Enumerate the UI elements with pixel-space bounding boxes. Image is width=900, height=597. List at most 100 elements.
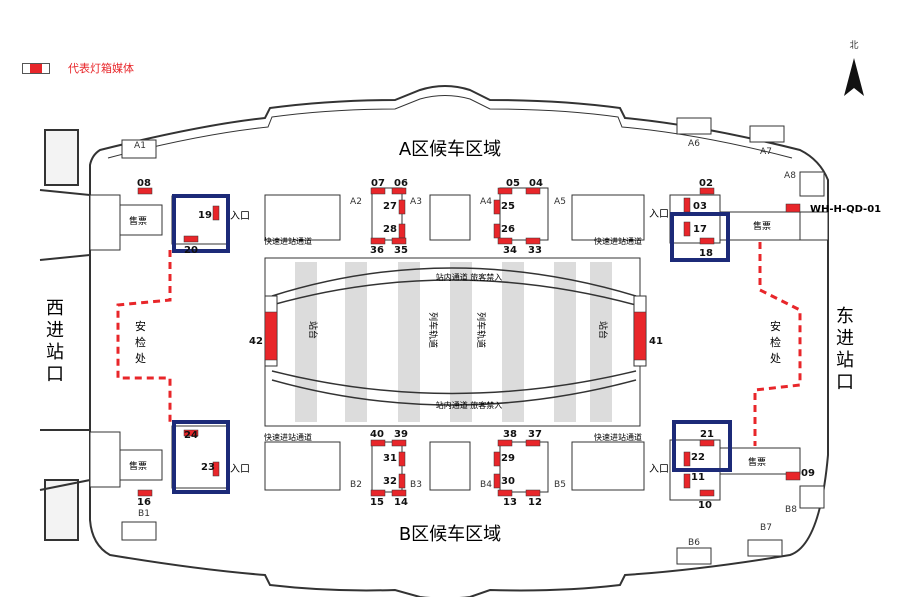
media-unit-03: 03 [693, 201, 707, 212]
svg-text:入口: 入口 [649, 464, 669, 475]
media-unit-24: 24 [184, 430, 198, 441]
media-unit-18: 18 [699, 248, 713, 259]
svg-text:快速进站通道: 快速进站通道 [264, 236, 312, 246]
media-unit-12: 12 [528, 497, 542, 508]
exit-a3: A3 [410, 197, 422, 207]
media-unit-08: 08 [137, 178, 151, 189]
media-unit-26: 26 [501, 224, 515, 235]
svg-text:西: 西 [46, 298, 64, 319]
exit-b2: B2 [350, 480, 362, 490]
svg-text:售票: 售票 [748, 456, 766, 468]
media-unit-29: 29 [501, 453, 515, 464]
svg-text:检: 检 [135, 335, 146, 349]
svg-text:快速进站通道: 快速进站通道 [264, 432, 312, 442]
legend: 代表灯箱媒体 [22, 60, 134, 76]
svg-text:售票: 售票 [753, 220, 771, 232]
svg-text:入口: 入口 [230, 464, 250, 475]
legend-label: 代表灯箱媒体 [68, 62, 134, 75]
svg-text:站: 站 [46, 342, 64, 363]
exit-a1: A1 [134, 141, 146, 151]
exit-b3: B3 [410, 480, 422, 490]
exit-a2: A2 [350, 197, 362, 207]
svg-text:口: 口 [46, 364, 64, 385]
media-unit-41: 41 [649, 336, 663, 347]
media-unit-04: 04 [529, 178, 543, 189]
exit-a7: A7 [760, 147, 772, 157]
svg-text:列车轨道: 列车轨道 [475, 312, 487, 348]
exit-a8: A8 [784, 171, 796, 181]
media-unit-34: 34 [503, 245, 517, 256]
light-box-icon [22, 62, 50, 74]
svg-text:快速进站通道: 快速进站通道 [594, 236, 642, 246]
west-security-path [116, 250, 172, 425]
media-unit-16: 16 [137, 497, 151, 508]
media-unit-40: 40 [370, 429, 384, 440]
exit-a4: A4 [480, 197, 492, 207]
media-unit-32: 32 [383, 476, 397, 487]
media-unit-30: 30 [501, 476, 515, 487]
exit-b7: B7 [760, 523, 772, 533]
media-unit-07: 07 [371, 178, 385, 189]
east-security-path [753, 242, 802, 446]
inner-outline [107, 95, 793, 159]
svg-text:东: 东 [836, 306, 854, 327]
special-unit-label: WH-H-QD-01 [810, 204, 881, 215]
media-unit-02: 02 [699, 178, 713, 189]
svg-text:站台: 站台 [307, 321, 319, 339]
exit-b4: B4 [480, 480, 492, 490]
exit-b5: B5 [554, 480, 566, 490]
svg-text:处: 处 [135, 352, 146, 365]
media-unit-22: 22 [691, 452, 705, 463]
media-unit-05: 05 [506, 178, 520, 189]
media-unit-38: 38 [503, 429, 517, 440]
media-unit-33: 33 [528, 245, 542, 256]
svg-text:站内通道 旅客禁入: 站内通道 旅客禁入 [436, 400, 503, 410]
svg-text:处: 处 [770, 352, 781, 365]
compass: 北 [844, 40, 864, 96]
exit-b1: B1 [138, 509, 150, 519]
media-unit-14: 14 [394, 497, 408, 508]
highlighted-units [172, 194, 732, 494]
station-outline [89, 85, 829, 597]
exit-a6: A6 [688, 139, 700, 149]
media-unit-25: 25 [501, 201, 515, 212]
media-unit-36: 36 [370, 245, 384, 256]
exit-b6: B6 [688, 538, 700, 548]
svg-text:进: 进 [836, 328, 854, 349]
media-unit-13: 13 [503, 497, 517, 508]
media-unit-10: 10 [698, 500, 712, 511]
media-unit-21: 21 [700, 429, 714, 440]
exit-b8: B8 [785, 505, 797, 515]
media-unit-23: 23 [201, 462, 215, 473]
svg-text:安: 安 [770, 319, 781, 333]
svg-text:站内通道 旅客禁入: 站内通道 旅客禁入 [436, 272, 503, 282]
media-unit-19: 19 [198, 210, 212, 221]
compass-label: 北 [849, 40, 858, 51]
exit-a5: A5 [554, 197, 566, 207]
svg-text:快速进站通道: 快速进站通道 [594, 432, 642, 442]
media-markers [137, 187, 801, 497]
svg-text:售票: 售票 [129, 460, 147, 472]
zone-a-title: A区候车区域 [399, 139, 501, 160]
svg-text:站: 站 [836, 350, 854, 371]
svg-text:售票: 售票 [129, 215, 147, 227]
media-unit-11: 11 [691, 472, 705, 483]
svg-text:列车轨道: 列车轨道 [427, 312, 439, 348]
media-unit-37: 37 [528, 429, 542, 440]
svg-text:口: 口 [836, 372, 854, 393]
svg-text:检: 检 [770, 335, 781, 349]
svg-text:站台: 站台 [597, 321, 609, 339]
zone-b-title: B区候车区域 [399, 524, 501, 545]
media-unit-31: 31 [383, 453, 397, 464]
west-security-label: 安 [135, 319, 146, 333]
platform-area: 站内通道 旅客禁入 站内通道 旅客禁入 站台 站台 列车轨道 列车轨道 快速进站… [264, 236, 647, 442]
media-unit-15: 15 [370, 497, 384, 508]
media-unit-09: 09 [801, 468, 815, 479]
media-unit-35: 35 [394, 245, 408, 256]
svg-text:入口: 入口 [230, 211, 250, 222]
media-unit-42: 42 [249, 336, 263, 347]
svg-text:进: 进 [46, 320, 64, 341]
media-unit-06: 06 [394, 178, 408, 189]
media-unit-17: 17 [693, 224, 707, 235]
